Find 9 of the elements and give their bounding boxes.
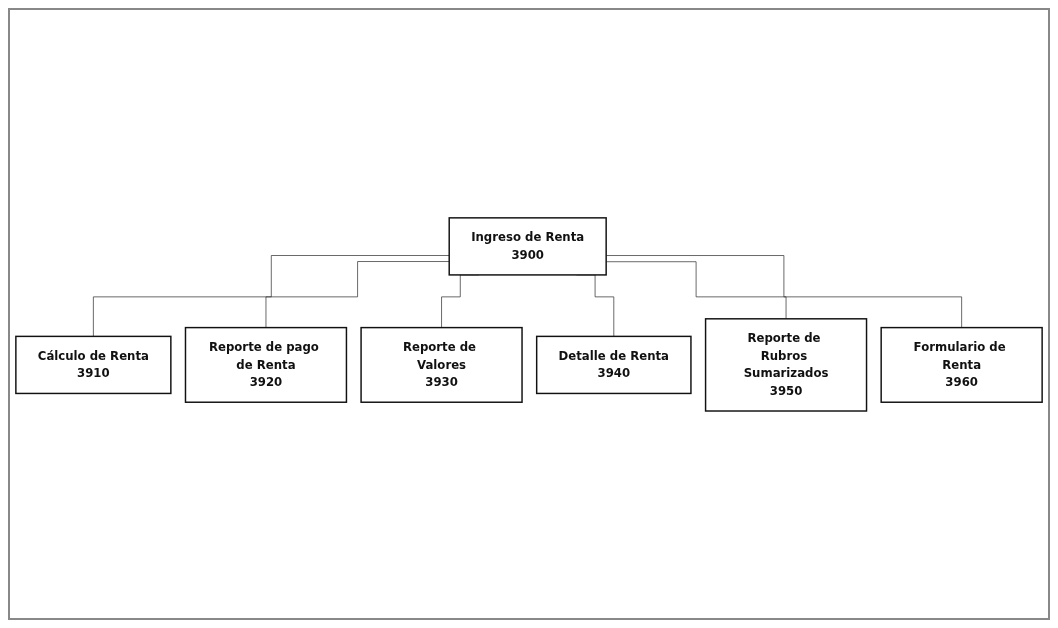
node-box: Detalle de Renta 3940: [535, 335, 692, 394]
node-box: Reporte de Valores 3930: [360, 326, 523, 403]
node-box: Reporte de Rubros Sumarizados 3950: [704, 317, 868, 412]
connector: [265, 260, 450, 328]
node-box: Formulario de Renta 3960: [880, 326, 1043, 403]
node-box: Reporte de pago de Renta 3920: [184, 326, 348, 403]
node-box: Ingreso de Renta 3900: [448, 216, 607, 276]
node-box: Cálculo de Renta 3910: [15, 335, 172, 394]
connector: [93, 254, 450, 337]
